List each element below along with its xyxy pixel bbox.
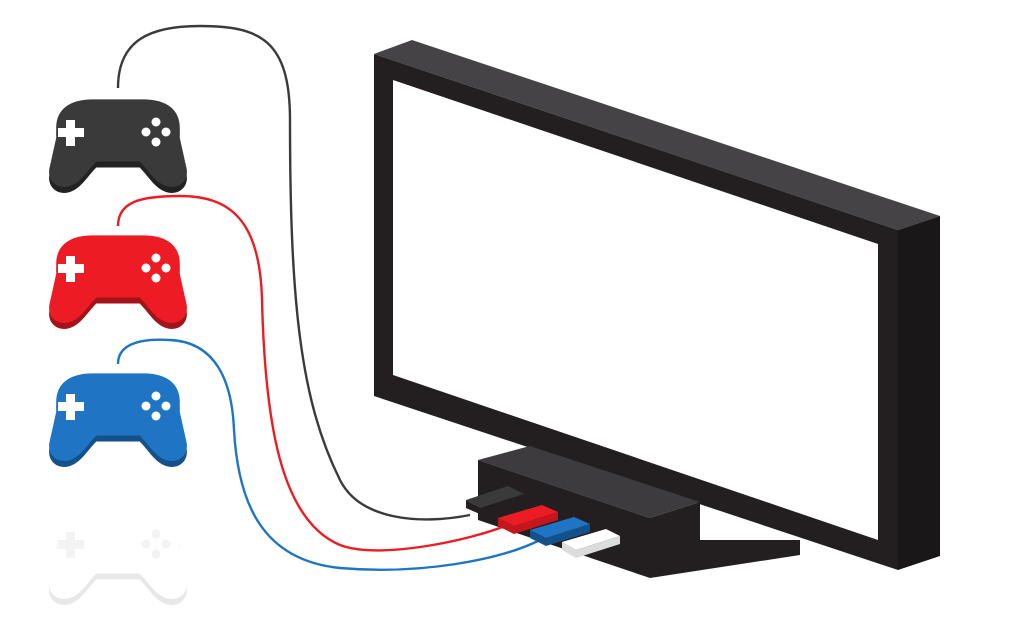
plug-white — [562, 529, 620, 558]
plug-black — [466, 486, 524, 514]
cable-blue — [116, 338, 541, 571]
tv-base-front — [478, 460, 650, 578]
plugs — [466, 486, 620, 558]
plug-red — [498, 505, 558, 534]
tv-base-side — [650, 502, 800, 578]
gamepad-icon — [49, 373, 187, 467]
tv-base-top — [478, 446, 700, 518]
plug-blue — [530, 517, 590, 546]
tv-frame-top — [374, 40, 940, 230]
cables — [116, 24, 541, 571]
tv-screen — [393, 80, 878, 540]
television-icon — [374, 40, 940, 578]
cable-black — [116, 24, 471, 521]
gamepad-icon — [49, 235, 187, 329]
tv-frame-side — [898, 216, 940, 570]
gamepad-icon — [49, 99, 187, 193]
gamepad-icon — [49, 511, 187, 605]
cable-red — [116, 194, 506, 552]
